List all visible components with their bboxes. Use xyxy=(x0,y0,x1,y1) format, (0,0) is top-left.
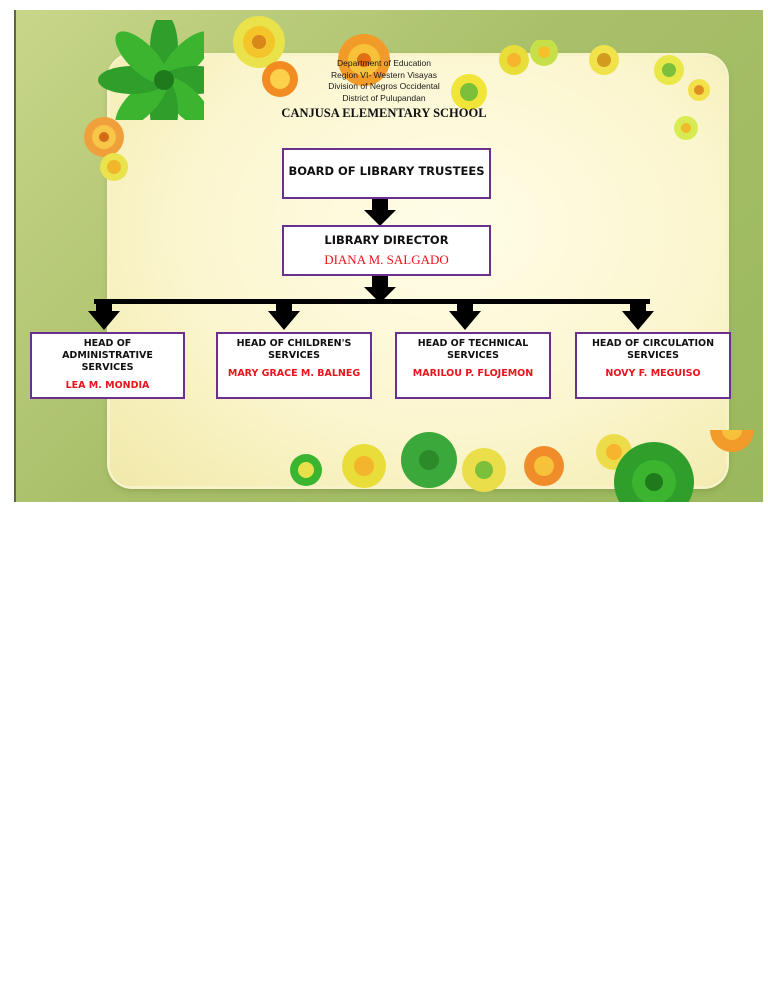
head-title: HEAD OF ADMINISTRATIVE SERVICES xyxy=(62,338,153,373)
poster-left-edge xyxy=(14,10,16,502)
green-flower-icon xyxy=(98,20,204,120)
connector-shaft xyxy=(276,302,292,312)
head-title: HEAD OF TECHNICAL SERVICES xyxy=(417,338,529,361)
connector-shaft xyxy=(630,302,646,312)
director-title: LIBRARY DIRECTOR xyxy=(324,233,449,247)
division-line: Division of Negros Occidental xyxy=(328,81,440,91)
horizontal-connector xyxy=(94,299,650,304)
region-line: Region VI- Western Visayas xyxy=(331,69,437,80)
head-childrens-box: HEAD OF CHILDREN'S SERVICES MARY GRACE M… xyxy=(216,332,372,399)
library-director-box: LIBRARY DIRECTOR DIANA M. SALGADO xyxy=(282,225,491,276)
orange-flower-icon xyxy=(262,61,298,97)
head-title: HEAD OF CIRCULATION SERVICES xyxy=(591,338,715,361)
director-name: DIANA M. SALGADO xyxy=(324,252,449,267)
connector-shaft xyxy=(457,302,473,312)
board-title: BOARD OF LIBRARY TRUSTEES xyxy=(288,164,485,178)
yellow-flower-icon xyxy=(451,74,487,110)
head-technical-box: HEAD OF TECHNICAL SERVICES MARILOU P. FL… xyxy=(395,332,551,399)
connector-shaft xyxy=(372,274,388,288)
head-name: NOVY F. MEGUISO xyxy=(605,368,701,379)
board-of-trustees-box: BOARD OF LIBRARY TRUSTEES xyxy=(282,148,491,199)
head-name: MARY GRACE M. BALNEG xyxy=(227,368,361,379)
connector-shaft xyxy=(372,198,388,211)
arrow-down-icon xyxy=(268,311,300,330)
org-connectors xyxy=(88,198,654,330)
yellow-flower-icon xyxy=(233,16,285,68)
arrow-down-icon xyxy=(449,311,481,330)
arrow-down-icon xyxy=(364,210,396,226)
flower-border-bottom-icon xyxy=(290,430,754,502)
head-name: LEA M. MONDIA xyxy=(65,380,150,391)
arrow-down-icon xyxy=(364,287,396,303)
arrow-down-icon xyxy=(622,311,654,330)
orange-flower-icon xyxy=(338,34,390,86)
head-circulation-box: HEAD OF CIRCULATION SERVICES NOVY F. MEG… xyxy=(575,332,731,399)
head-title: HEAD OF CHILDREN'S SERVICES xyxy=(236,338,352,361)
orange-flower-icon xyxy=(84,117,128,181)
chart-poster: Department of Education Region VI- Weste… xyxy=(14,10,763,502)
arrow-down-icon xyxy=(88,311,120,330)
department-line: Department of Education xyxy=(336,58,432,68)
connector-shaft xyxy=(96,302,112,312)
header-block: Department of Education Region VI- Weste… xyxy=(264,58,504,104)
head-name: MARILOU P. FLOJEMON xyxy=(412,368,534,379)
yellow-flower-icon xyxy=(499,40,710,140)
school-name: CANJUSA ELEMENTARY SCHOOL xyxy=(281,106,487,120)
head-administrative-box: HEAD OF ADMINISTRATIVE SERVICES LEA M. M… xyxy=(30,332,185,399)
district-line: District of Pulupandan xyxy=(342,92,426,103)
